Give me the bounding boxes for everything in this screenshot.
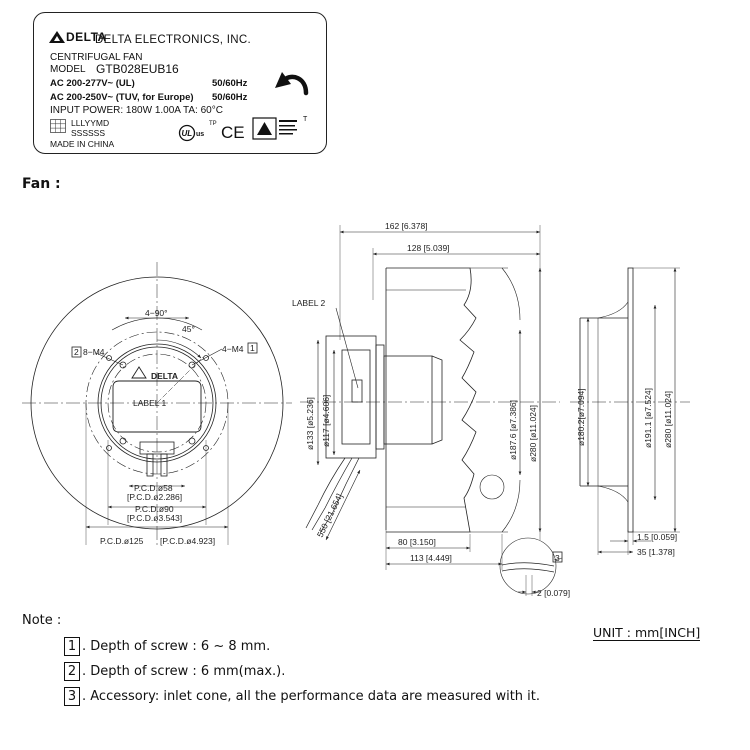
label-model-value: GTB028EUB16 — [96, 62, 179, 76]
label2-patch — [351, 379, 363, 403]
note-number: 2 — [64, 662, 80, 681]
dim-191: ø191.1 [ø7.524] — [643, 388, 653, 448]
label-origin: MADE IN CHINA — [50, 139, 115, 149]
dim-80: 80 [3.150] — [398, 537, 436, 547]
cable-connector — [139, 441, 175, 455]
label1-text: LABEL 1 — [133, 398, 167, 408]
screw-4m4-text: 4−M4 — [222, 344, 244, 354]
label-freq-tuv: 50/60Hz — [212, 92, 248, 103]
label-product-type: CENTRIFUGAL FAN — [50, 52, 143, 63]
tuv-certification-icon — [252, 117, 297, 140]
date-code-grid-icon — [50, 119, 66, 133]
label2-text: LABEL 2 — [292, 298, 326, 308]
dim-162: 162 [6.378] — [385, 221, 428, 231]
detail-ref: 3 — [555, 553, 560, 563]
dim-128: 128 [5.039] — [407, 243, 450, 253]
pcd90-inch-text: [P.C.D.ø3.543] — [127, 513, 182, 523]
note-number: 1 — [64, 637, 80, 656]
note-number: 3 — [64, 687, 80, 706]
front-view — [22, 262, 292, 548]
label-ac-ul: AC 200-277V~ (UL) — [50, 78, 135, 89]
motor-mount — [325, 335, 377, 459]
tp-mark: TP — [209, 121, 217, 127]
t-mark: T — [303, 116, 308, 123]
pcd58-inch-text: [P.C.D.ø2.286] — [127, 492, 182, 502]
pcd125-text: P.C.D.ø125 — [100, 536, 144, 546]
screw-8m4-ref: 2 — [74, 347, 79, 357]
pcd125-inch-text: [P.C.D.ø4.923] — [160, 536, 215, 546]
angle-4x90-text: 4−90° — [145, 308, 168, 318]
side-view — [300, 225, 563, 596]
label-ac-tuv: AC 200-250V~ (TUV, for Europe) — [50, 92, 194, 103]
inlet-ring — [627, 267, 634, 533]
svg-text:UL: UL — [182, 129, 193, 138]
label-date-code: LLLYYMD — [71, 118, 110, 128]
detail-circle — [479, 474, 505, 500]
label-company: DELTA ELECTRONICS, INC. — [95, 34, 252, 46]
pcd58-text: P.C.D.ø58 — [134, 483, 173, 493]
dim-2: 2 [0.079] — [537, 588, 570, 598]
detail-view-circle — [499, 537, 557, 595]
pcd90-text: P.C.D.ø90 — [135, 504, 174, 514]
note-text: . Depth of screw : 6 ~ 8 mm. — [82, 639, 271, 654]
dim-187: ø187.6 [ø7.386] — [508, 400, 518, 460]
note-text: . Depth of screw : 6 mm(max.). — [82, 664, 286, 679]
motor-body — [383, 355, 433, 445]
note-item: 3. Accessory: inlet cone, all the perfor… — [64, 687, 540, 706]
angle-45-text: 45° — [182, 324, 195, 334]
note-item: 1. Depth of screw : 6 ~ 8 mm. — [64, 637, 270, 656]
note-item: 2. Depth of screw : 6 mm(max.). — [64, 662, 285, 681]
ul-us-text: us — [196, 131, 205, 138]
front-logo-text: DELTA — [151, 371, 178, 381]
dim-180: ø180.2[ø7.094] — [576, 388, 586, 446]
ce-mark: CE — [221, 123, 245, 142]
screw-8m4-text: 8−M4 — [83, 347, 105, 357]
product-label — [33, 12, 327, 154]
rear-view — [570, 267, 690, 555]
dim-35: 35 [1.378] — [637, 547, 675, 557]
ul-certification-icon: UL — [178, 124, 196, 142]
label-serial-code: SSSSSS — [71, 128, 106, 138]
dim-280-side: ø280 [ø11.024] — [528, 405, 538, 462]
note-text: . Accessory: inlet cone, all the perform… — [82, 689, 541, 704]
label-model-caption: MODEL — [50, 64, 86, 75]
label1-plate — [112, 380, 202, 433]
delta-logo-icon — [49, 31, 65, 43]
dim-133: ø133 [ø5.236] — [305, 397, 315, 450]
dim-117: ø117 [ø4.606] — [321, 395, 331, 447]
label-brand-mark: DELTA — [66, 30, 107, 44]
section-title: Fan : — [22, 176, 61, 192]
dim-113: 113 [4.449] — [410, 553, 452, 563]
label-freq-ul: 50/60Hz — [212, 78, 248, 89]
unit-text: UNIT : mm[INCH] — [593, 625, 701, 641]
dim-280-rear: ø280 [ø11.024] — [663, 391, 673, 448]
dim-15: 1.5 [0.059] — [637, 532, 677, 542]
rotation-direction-icon — [275, 72, 309, 96]
screw-4m4-ref: 1 — [250, 343, 255, 353]
label-input-power: INPUT POWER: 180W 1.00A TA: 60°C — [50, 105, 223, 116]
notes-title: Note : — [22, 613, 62, 628]
